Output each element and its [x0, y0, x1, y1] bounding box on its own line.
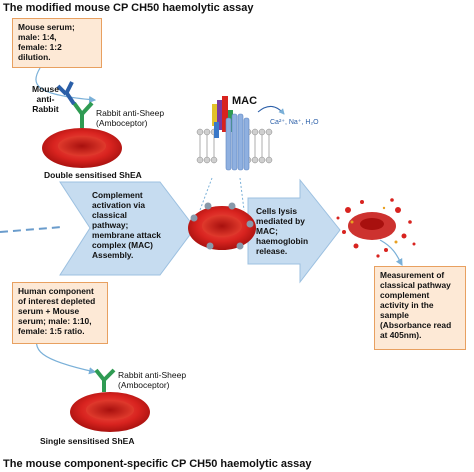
complement-arrow: [59, 181, 196, 276]
rbc-mac-attacked: [188, 202, 256, 250]
lysis-line: mediated by: [256, 216, 305, 226]
human-component-line: of interest depleted: [18, 296, 96, 306]
double-sensitised-label: Double sensitised ShEA: [44, 170, 142, 180]
label-line: Mouse: [32, 84, 59, 94]
measurement-box: Measurement of classical pathway complem…: [374, 266, 466, 350]
rabbit-anti-sheep-antibody-bottom: [94, 368, 116, 392]
top-title: The modified mouse CP CH50 haemolytic as…: [3, 2, 254, 14]
measurement-line: classical pathway: [380, 280, 451, 290]
lysed-rbc-splatter: [336, 198, 416, 258]
rabbit-anti-sheep-label-bottom: Rabbit anti-Sheep (Amboceptor): [118, 370, 186, 390]
label-line: Rabbit anti-Sheep: [118, 370, 187, 380]
mouse-anti-rabbit-label: Mouse anti- Rabbit: [32, 84, 59, 114]
rabbit-anti-sheep-antibody-top: [72, 101, 94, 128]
human-component-box: Human component of interest depleted ser…: [12, 282, 108, 344]
human-component-line: female: 1:5 ratio.: [18, 326, 85, 336]
label-line: Rabbit anti-Sheep: [96, 108, 165, 118]
rbc-double-sensitised: [42, 128, 122, 168]
complement-line: pathway;: [92, 220, 129, 230]
measurement-line: complement: [380, 290, 430, 300]
complement-line: complex (MAC): [92, 240, 153, 250]
rbc-single-sensitised: [70, 392, 150, 432]
complement-arrow-text: Complement activation via classical path…: [92, 190, 178, 260]
mouse-serum-line: Mouse serum;: [18, 22, 75, 32]
measurement-line: Measurement of: [380, 270, 445, 280]
mouse-anti-rabbit-antibody: [56, 81, 76, 106]
lysis-line: MAC;: [256, 226, 278, 236]
measurement-line: sample: [380, 310, 409, 320]
connector-to-measurement: [379, 239, 403, 267]
human-component-line: serum; male: 1:10,: [18, 316, 92, 326]
lysis-line: release.: [256, 246, 288, 256]
lysis-line: Cells lysis: [256, 206, 297, 216]
complement-line: classical: [92, 210, 127, 220]
mouse-serum-line: male: 1:4,: [18, 32, 57, 42]
single-sensitised-label: Single sensitised ShEA: [40, 436, 135, 446]
rabbit-anti-sheep-label-top: Rabbit anti-Sheep (Amboceptor): [96, 108, 164, 128]
mac-label: MAC: [232, 95, 258, 107]
measurement-line: at 405nm).: [380, 330, 422, 340]
measurement-line: activity in the: [380, 300, 434, 310]
ions-label: Ca²⁺, Na⁺, H₂O: [270, 119, 319, 126]
complement-line: Complement: [92, 190, 143, 200]
human-component-line: Human component: [18, 286, 94, 296]
dashed-line: [0, 226, 63, 233]
label-line: anti-: [36, 94, 55, 104]
label-line: Rabbit: [32, 104, 59, 114]
human-component-line: serum + Mouse: [18, 306, 80, 316]
mac-membrane-illustration: [196, 96, 285, 171]
mouse-serum-line: dilution.: [18, 52, 51, 62]
bottom-title: The mouse component-specific CP CH50 hae…: [3, 458, 312, 470]
mouse-serum-line: female: 1:2: [18, 42, 62, 52]
mouse-serum-box: Mouse serum; male: 1:4, female: 1:2 dilu…: [12, 18, 102, 68]
lysis-line: haemoglobin: [256, 236, 309, 246]
complement-line: membrane attack: [92, 230, 161, 240]
measurement-line: (Absorbance read: [380, 320, 452, 330]
complement-line: Assembly.: [92, 250, 134, 260]
label-line: (Amboceptor): [96, 118, 148, 128]
lysis-arrow: [247, 178, 341, 284]
complement-line: activation via: [92, 200, 146, 210]
connector-serum-to-antibody: [35, 67, 97, 104]
lysis-arrow-text: Cells lysis mediated by MAC; haemoglobin…: [256, 206, 316, 256]
label-line: (Amboceptor): [118, 380, 170, 390]
